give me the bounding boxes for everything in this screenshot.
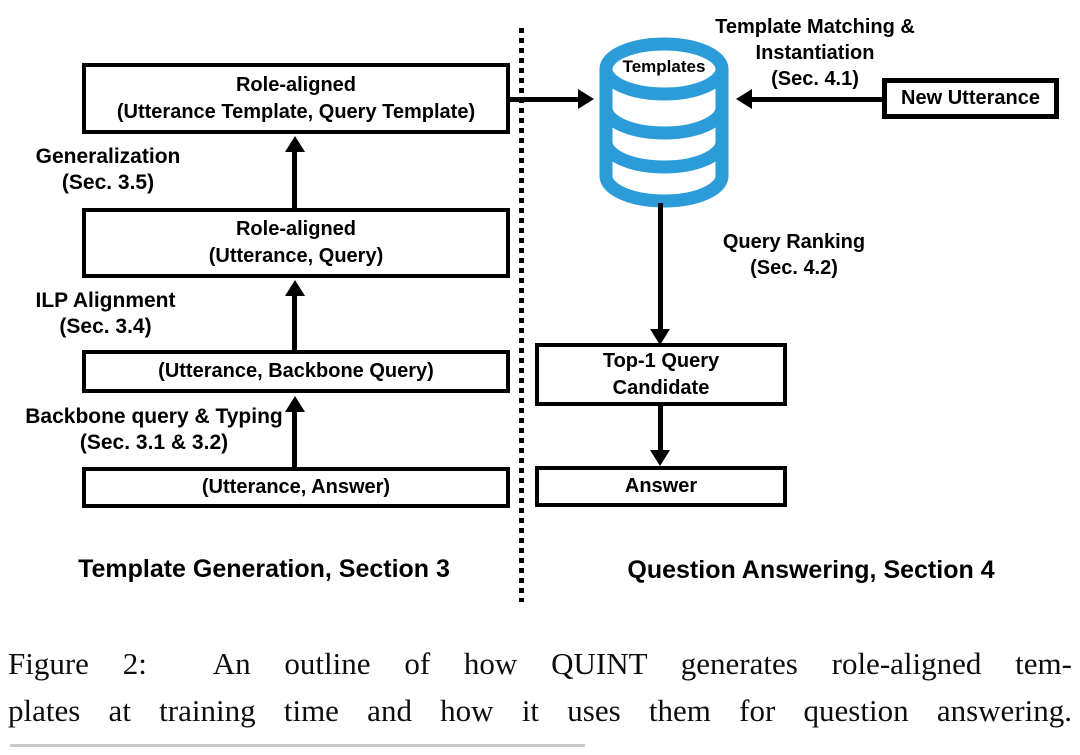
label-backbone-typing-line1: Backbone query & Typing <box>25 405 283 428</box>
label-template-matching-line1: Template Matching & <box>715 16 915 38</box>
database-band-1 <box>599 107 729 140</box>
arrow-left-shaft <box>750 97 882 102</box>
arrow-up-shaft <box>292 150 297 208</box>
box-top1-query-candidate: Top-1 Query Candidate <box>535 343 787 406</box>
box-top1-query-line1: Top-1 Query <box>602 349 720 372</box>
box-top1-query-line2: Candidate <box>612 376 710 399</box>
figure-caption-line1: Figure 2: An outline of how QUINT genera… <box>8 646 1072 681</box>
label-ilp-alignment-line2: (Sec. 3.4) <box>59 315 152 338</box>
section-divider <box>519 28 524 602</box>
box-new-utterance: New Utterance <box>882 78 1059 119</box>
box-role-aligned-templates-line1: Role-aligned <box>235 73 356 96</box>
arrow-left-head <box>736 89 752 109</box>
database-top <box>599 37 729 101</box>
box-role-aligned-pair: Role-aligned (Utterance, Query) <box>82 208 510 278</box>
label-query-ranking: Query Ranking (Sec. 4.2) <box>698 229 890 281</box>
box-utterance-answer: (Utterance, Answer) <box>82 467 510 508</box>
section-title-template-generation: Template Generation, Section 3 <box>78 555 450 583</box>
label-template-matching-line3: (Sec. 4.1) <box>771 68 859 90</box>
arrow-up-shaft <box>292 410 297 467</box>
label-query-ranking-line1: Query Ranking <box>722 231 866 253</box>
box-role-aligned-pair-line2: (Utterance, Query) <box>208 245 384 267</box>
box-new-utterance-line1: New Utterance <box>901 87 1040 109</box>
figure-caption-line2: plates at training time and how it uses … <box>8 693 1072 728</box>
label-backbone-typing-line2: (Sec. 3.1 & 3.2) <box>79 431 229 454</box>
database-band-2 <box>599 141 729 174</box>
arrow-down-shaft <box>658 203 663 331</box>
arrow-right-head <box>578 89 594 109</box>
box-role-aligned-templates: Role-aligned (Utterance Template, Query … <box>82 63 510 134</box>
arrow-down-head <box>650 329 670 345</box>
label-template-matching: Template Matching & Instantiation (Sec. … <box>696 14 934 92</box>
arrow-down-head <box>650 450 670 466</box>
figure-caption: Figure 2: An outline of how QUINT genera… <box>8 640 1072 734</box>
arrow-right-shaft <box>510 97 580 102</box>
label-generalization-line2: (Sec. 3.5) <box>61 171 155 194</box>
arrow-up-head <box>285 136 305 152</box>
label-generalization: Generalization (Sec. 3.5) <box>8 144 208 196</box>
label-ilp-alignment-line1: ILP Alignment <box>35 289 176 312</box>
label-generalization-line1: Generalization <box>35 145 181 168</box>
box-role-aligned-pair-line1: Role-aligned <box>235 218 356 240</box>
arrow-up-head <box>285 280 305 296</box>
arrow-up-shaft <box>292 294 297 350</box>
arrow-up-head <box>285 396 305 412</box>
label-query-ranking-line2: (Sec. 4.2) <box>750 257 838 279</box>
database-icon <box>599 37 729 208</box>
arrow-down-shaft <box>658 406 663 452</box>
box-role-aligned-templates-line2: (Utterance Template, Query Template) <box>116 100 476 123</box>
box-utterance-backbone-line1: (Utterance, Backbone Query) <box>158 360 434 382</box>
box-answer-line1: Answer <box>624 475 698 497</box>
next-line-cutoff <box>10 744 585 747</box>
database-label: Templates <box>622 57 706 76</box>
section-title-question-answering: Question Answering, Section 4 <box>627 556 995 584</box>
label-ilp-alignment: ILP Alignment (Sec. 3.4) <box>8 288 203 340</box>
box-utterance-answer-line1: (Utterance, Answer) <box>201 476 391 498</box>
box-utterance-backbone: (Utterance, Backbone Query) <box>82 350 510 393</box>
label-template-matching-line2: Instantiation <box>755 42 875 64</box>
box-answer: Answer <box>535 466 787 507</box>
label-backbone-typing: Backbone query & Typing (Sec. 3.1 & 3.2) <box>8 404 300 456</box>
